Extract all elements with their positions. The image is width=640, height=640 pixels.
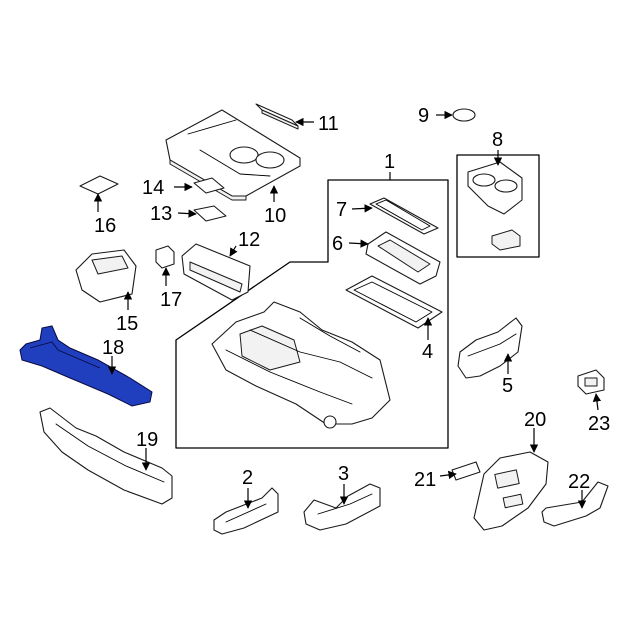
part-19-lower-trim-panel[interactable] <box>39 407 173 505</box>
callout-14[interactable]: 14 <box>142 177 164 199</box>
part-9-round-cap[interactable] <box>452 108 476 122</box>
part-8-cupholder-insert[interactable] <box>467 161 523 251</box>
main-console-body[interactable] <box>211 301 391 429</box>
callout-20[interactable]: 20 <box>524 409 546 431</box>
part-13-plate[interactable] <box>193 205 227 222</box>
callout-10[interactable]: 10 <box>264 205 286 227</box>
part-12-storage-tray[interactable] <box>181 243 251 301</box>
leader-lines <box>93 110 602 509</box>
callout-19[interactable]: 19 <box>136 429 158 451</box>
callout-4[interactable]: 4 <box>422 341 433 363</box>
callout-8[interactable]: 8 <box>492 129 503 151</box>
part-18-trim-panel-highlighted[interactable] <box>19 325 153 407</box>
part-17-clip[interactable] <box>155 245 175 269</box>
part-15-storage-bin[interactable] <box>75 249 137 303</box>
callout-7[interactable]: 7 <box>336 199 347 221</box>
leader-6 <box>348 239 369 248</box>
part-4-mat[interactable] <box>345 275 443 329</box>
assembly-1-outline <box>175 179 449 449</box>
leader-13 <box>177 209 197 218</box>
part-23-switch[interactable] <box>577 369 605 395</box>
callout-labels: 1 2 3 4 5 6 7 8 9 10 11 12 13 14 15 16 1… <box>94 105 610 493</box>
leader-21 <box>439 470 457 480</box>
leader-7 <box>351 204 373 213</box>
callout-3[interactable]: 3 <box>338 463 349 485</box>
part-21-plate[interactable] <box>451 461 481 481</box>
callout-13[interactable]: 13 <box>150 203 172 225</box>
callout-22[interactable]: 22 <box>568 471 590 493</box>
callout-1[interactable]: 1 <box>384 151 395 173</box>
leader-12 <box>229 245 238 257</box>
callout-9[interactable]: 9 <box>418 105 429 127</box>
part-22-trim-handle[interactable] <box>541 481 609 527</box>
callout-17[interactable]: 17 <box>160 289 182 311</box>
callout-21[interactable]: 21 <box>414 469 436 491</box>
part-3-bracket[interactable] <box>303 483 381 531</box>
leader-23 <box>592 393 602 411</box>
part-5-side-bracket[interactable] <box>457 317 523 379</box>
callout-16[interactable]: 16 <box>94 215 116 237</box>
part-7-lid-panel[interactable] <box>369 197 439 235</box>
callout-6[interactable]: 6 <box>332 233 343 255</box>
callout-15[interactable]: 15 <box>116 313 138 335</box>
callout-2[interactable]: 2 <box>242 467 253 489</box>
part-16-pad[interactable] <box>79 175 119 195</box>
part-6-tray-insert[interactable] <box>365 231 441 285</box>
part-11-trim-strip[interactable] <box>255 103 299 130</box>
callout-11[interactable]: 11 <box>318 113 339 135</box>
callout-5[interactable]: 5 <box>502 375 513 397</box>
part-14-plate[interactable] <box>193 177 225 194</box>
callout-23[interactable]: 23 <box>588 413 610 435</box>
part-10-console-top[interactable] <box>165 109 301 201</box>
callout-12[interactable]: 12 <box>238 229 260 251</box>
callout-18[interactable]: 18 <box>102 337 124 359</box>
part-20-rear-panel[interactable] <box>473 451 549 531</box>
part-2-bracket[interactable] <box>213 487 279 535</box>
